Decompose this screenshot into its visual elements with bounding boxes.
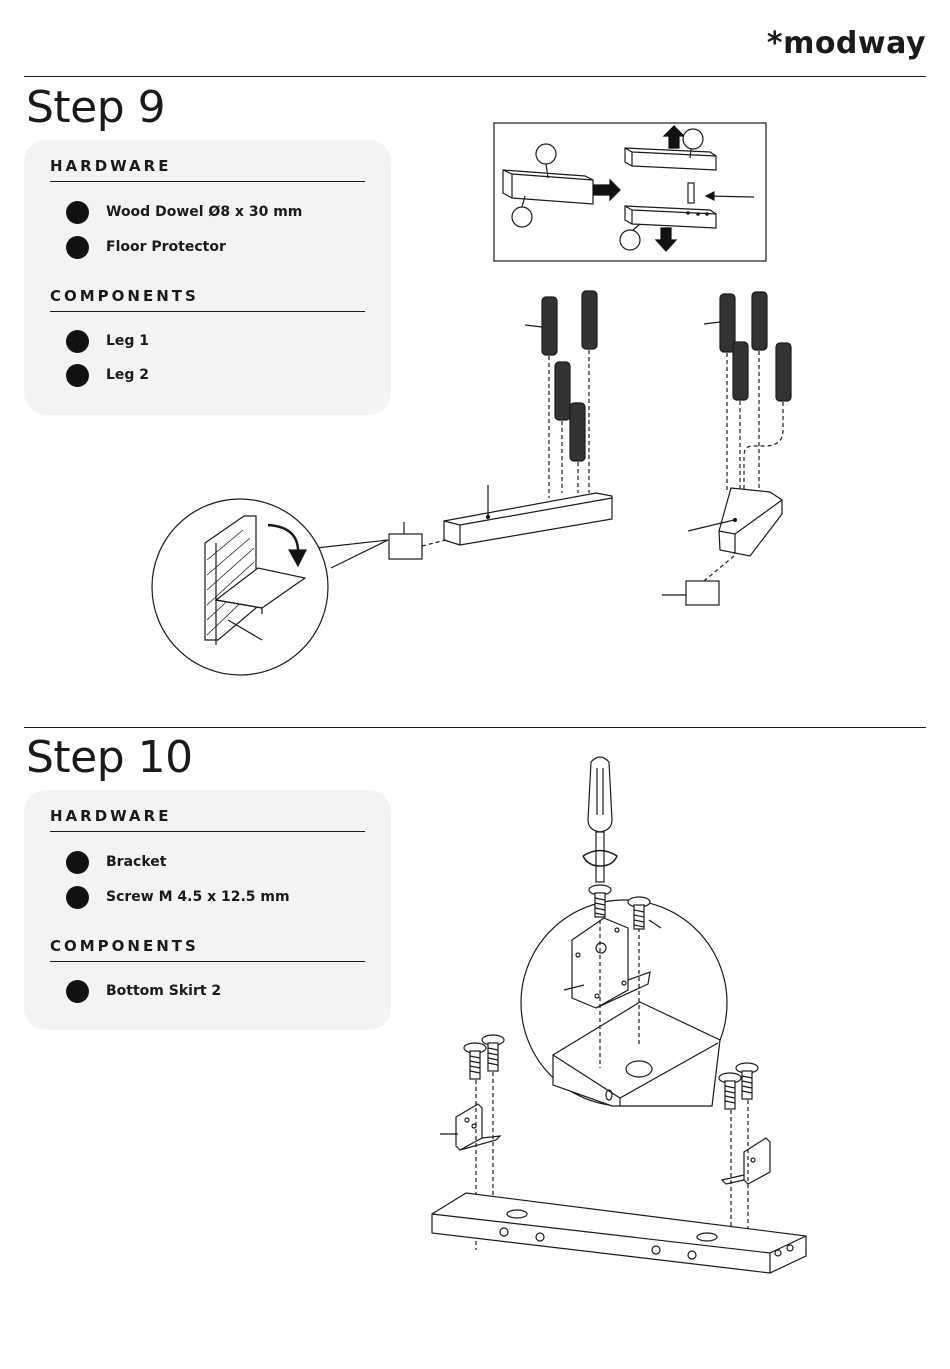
floor-protector-detail <box>152 499 388 675</box>
floor-protector-icon <box>389 534 422 559</box>
screw-icon <box>464 1035 504 1079</box>
dowel-icon <box>688 183 694 203</box>
callout-circle <box>512 207 532 227</box>
bottom-skirt <box>432 1193 806 1273</box>
screwdriver-icon <box>583 757 617 882</box>
floor-protector-icon <box>686 581 719 605</box>
callout-circle <box>683 129 703 149</box>
arrow-right-icon <box>594 180 620 200</box>
arrow-down-icon <box>656 228 676 251</box>
leg1-assembly <box>389 291 612 559</box>
right-bracket-assembly <box>719 1063 770 1248</box>
callout-circle <box>536 144 556 164</box>
leg-joining-inset <box>494 123 766 261</box>
leg2-assembly <box>662 292 791 605</box>
arrow-up-icon <box>664 126 684 148</box>
bracket-detail-circle <box>521 885 727 1106</box>
callout-circle <box>620 230 640 250</box>
screw-icon <box>719 1063 758 1109</box>
dowel-icon <box>720 292 791 401</box>
step10-divider <box>24 727 926 728</box>
step10-illustration <box>0 740 950 1369</box>
step9-illustration <box>0 0 950 720</box>
